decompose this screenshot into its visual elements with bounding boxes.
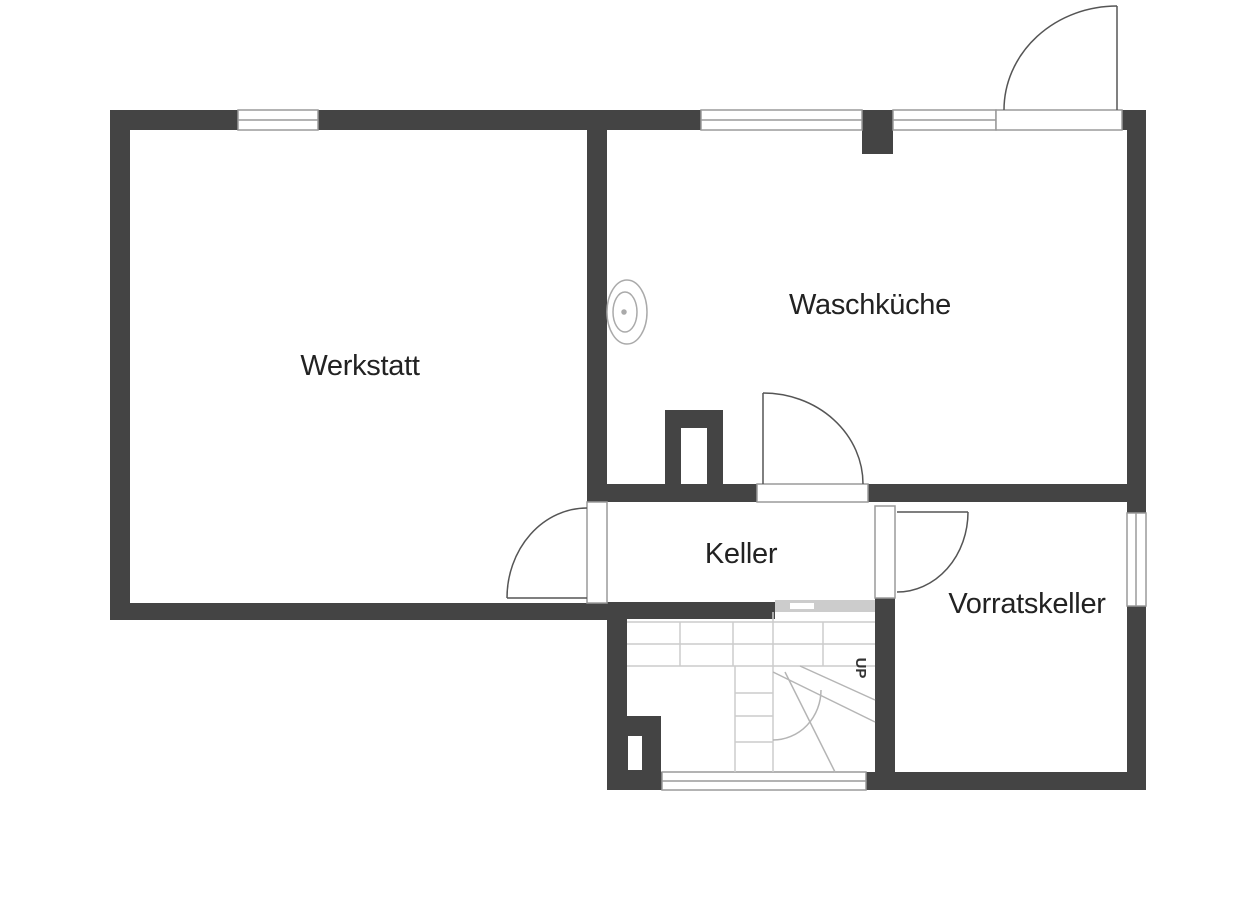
wall-top-mid — [318, 110, 701, 130]
wall-bottom-right — [866, 772, 1146, 790]
door-waschkueche-swing — [762, 392, 864, 485]
wall-stair-bottom-left — [607, 772, 662, 790]
door-werkstatt-threshold — [586, 501, 608, 604]
wall-top-left — [110, 110, 238, 130]
washbasin — [606, 279, 648, 345]
windows — [237, 109, 1147, 791]
wall-right-lower — [1127, 606, 1146, 790]
wall-top-pier — [862, 110, 893, 154]
stair-pillar — [627, 716, 661, 772]
washbasin-inner — [612, 291, 638, 333]
wall-partition-vertical — [587, 110, 607, 502]
door-vorratskeller-swing — [896, 511, 969, 593]
wall-keller-top-right — [868, 484, 1146, 502]
room-label-waschkueche: Waschküche — [789, 289, 951, 321]
wall-stair-right — [875, 598, 895, 790]
wall-stair-left — [607, 602, 627, 790]
wall-right-upper — [1127, 110, 1146, 513]
door-waschkueche-threshold — [756, 483, 869, 503]
walls — [110, 110, 1146, 790]
door-werkstatt-swing — [506, 507, 588, 599]
wall-keller-bottom — [607, 602, 775, 619]
stairs — [627, 600, 876, 773]
washbasin-drain — [621, 309, 627, 315]
stair-direction-label: UP — [852, 658, 869, 679]
washbasin-outer — [606, 279, 648, 345]
room-label-keller: Keller — [705, 538, 778, 570]
doors — [506, 5, 1123, 604]
room-label-werkstatt: Werkstatt — [300, 350, 419, 382]
door-vorratskeller-threshold — [874, 505, 896, 599]
wall-keller-top-left — [587, 484, 757, 502]
room-label-vorratskeller: Vorratskeller — [948, 588, 1106, 620]
chimney — [665, 410, 723, 486]
door-exterior-swing — [1003, 5, 1118, 111]
wall-workshop-bottom — [110, 603, 610, 620]
door-exterior-threshold — [995, 109, 1123, 131]
wall-left — [110, 110, 130, 620]
